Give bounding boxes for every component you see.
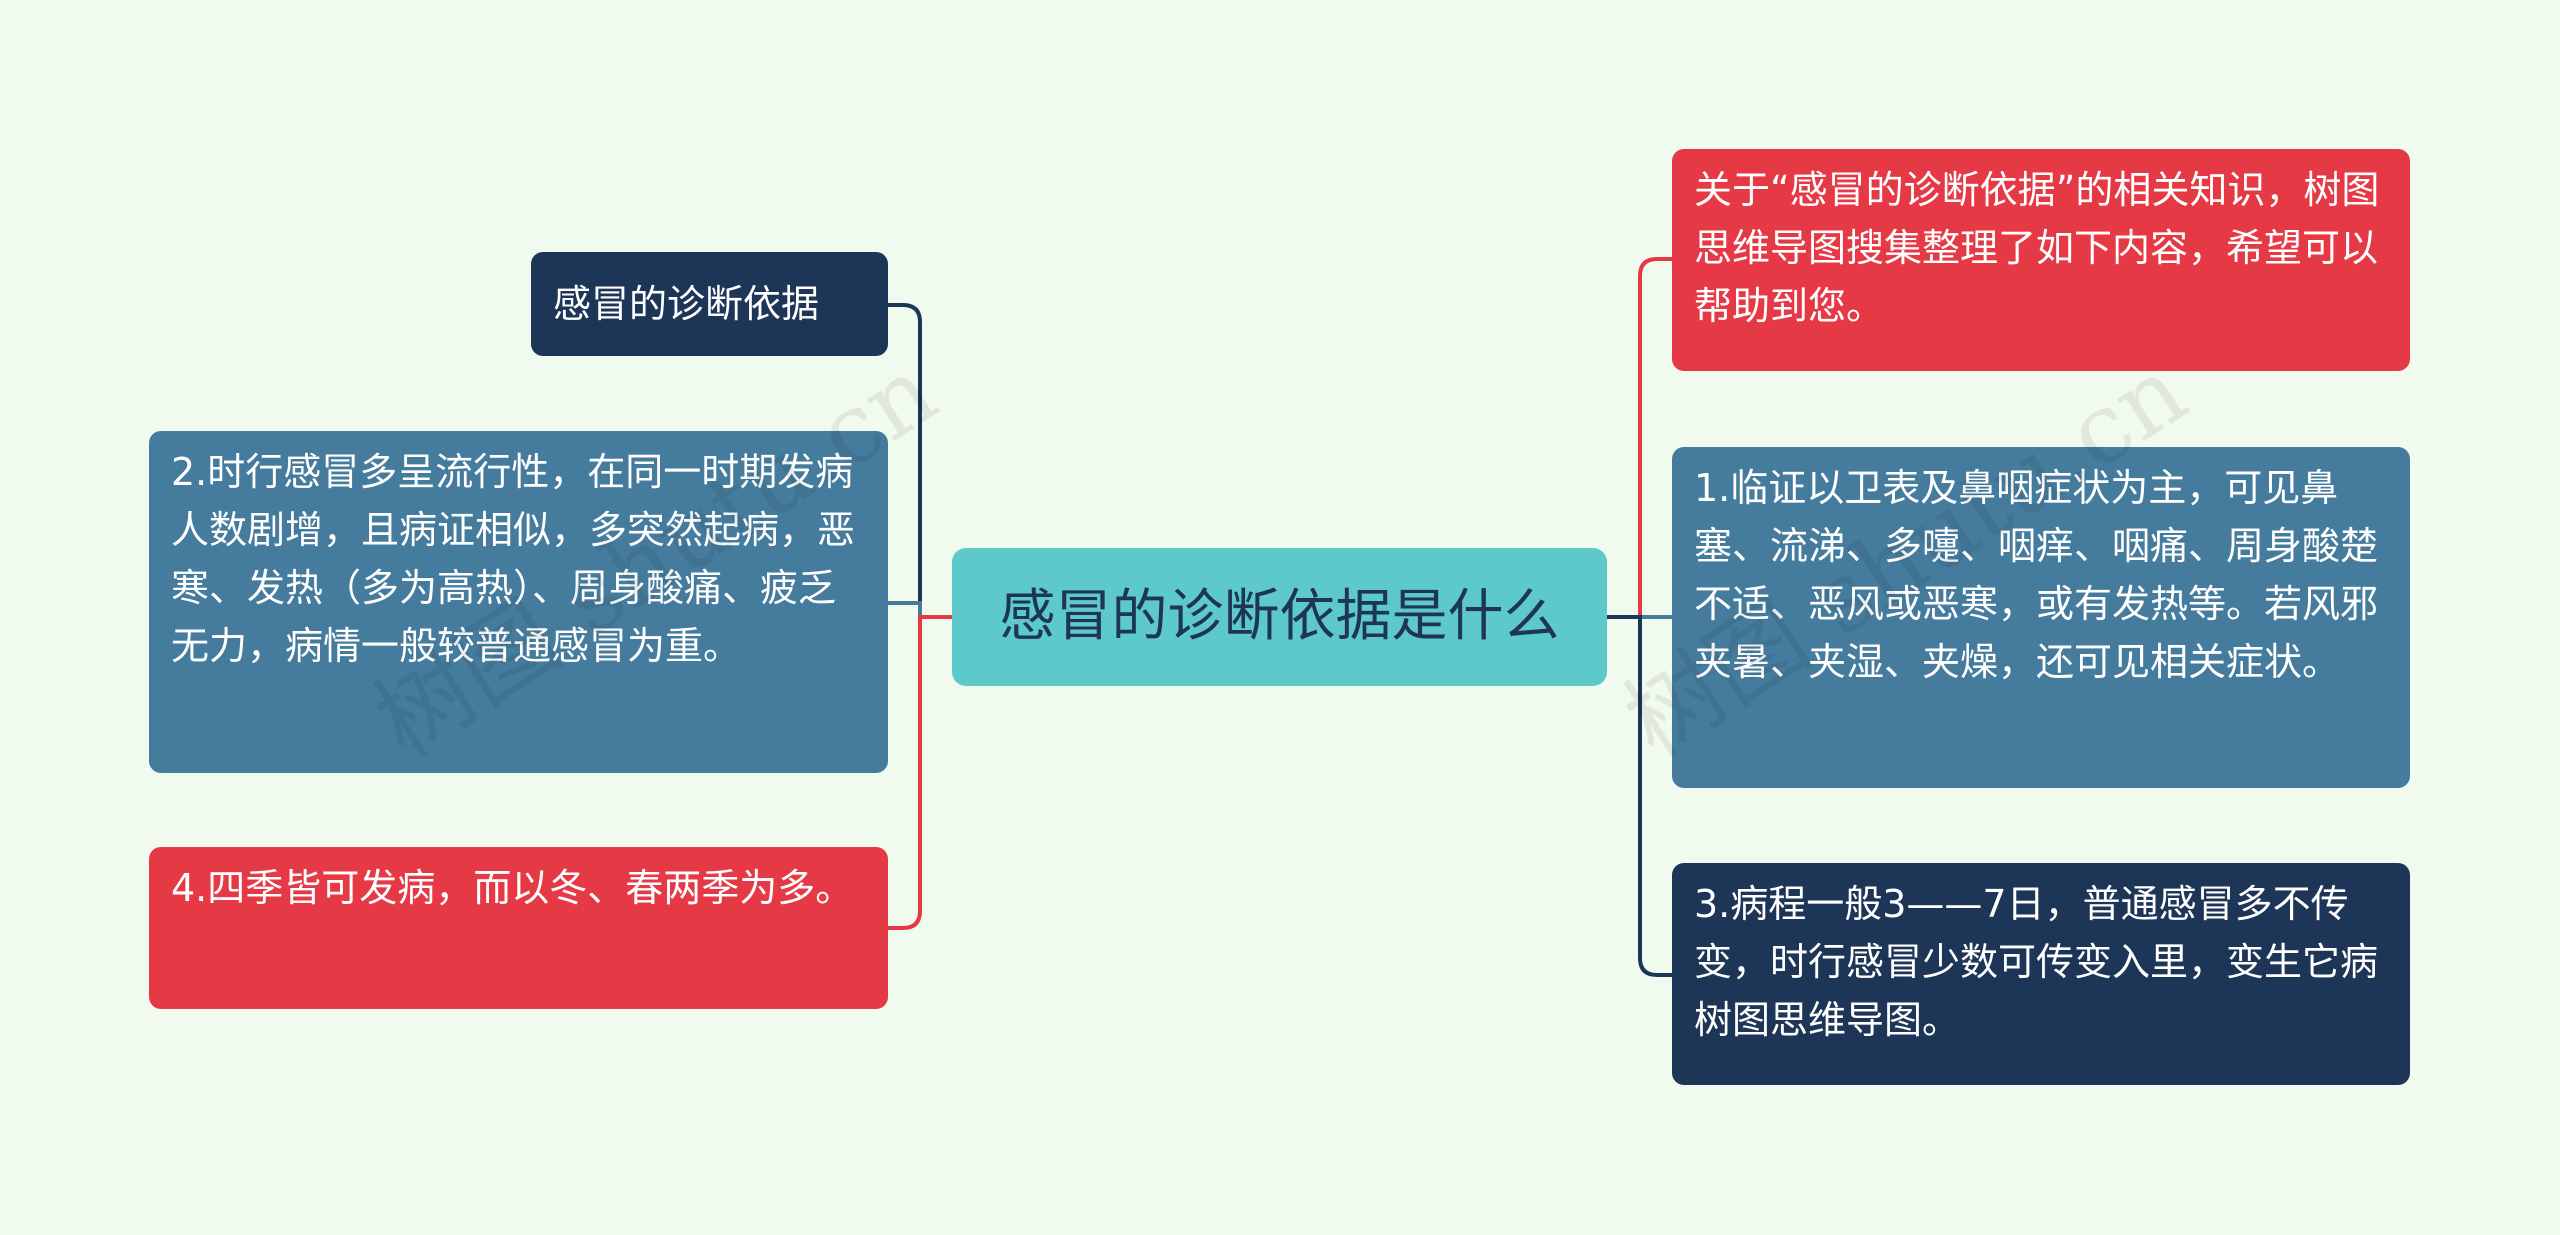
connector-left-3 [888, 615, 952, 930]
connector-right-1 [1607, 257, 1672, 619]
connector-left-2 [888, 601, 952, 619]
topic-seasons[interactable]: 4.四季皆可发病，而以冬、春两季为多。 [149, 847, 888, 1009]
topic-epidemic-flu[interactable]: 2.时行感冒多呈流行性，在同一时期发病人数剧增，且病证相似，多突然起病，恶寒、发… [149, 431, 888, 773]
topic-course[interactable]: 3.病程一般3——7日，普通感冒多不传变，时行感冒少数可传变入里，变生它病树图思… [1672, 863, 2410, 1085]
center-topic[interactable]: 感冒的诊断依据是什么 [952, 548, 1607, 686]
connector-left-1 [888, 303, 952, 619]
connector-right-3 [1607, 615, 1672, 977]
topic-intro[interactable]: 关于“感冒的诊断依据”的相关知识，树图思维导图搜集整理了如下内容，希望可以帮助到… [1672, 149, 2410, 371]
topic-diagnosis-basis[interactable]: 感冒的诊断依据 [531, 252, 888, 356]
topic-symptoms[interactable]: 1.临证以卫表及鼻咽症状为主，可见鼻塞、流涕、多嚏、咽痒、咽痛、周身酸楚不适、恶… [1672, 447, 2410, 788]
